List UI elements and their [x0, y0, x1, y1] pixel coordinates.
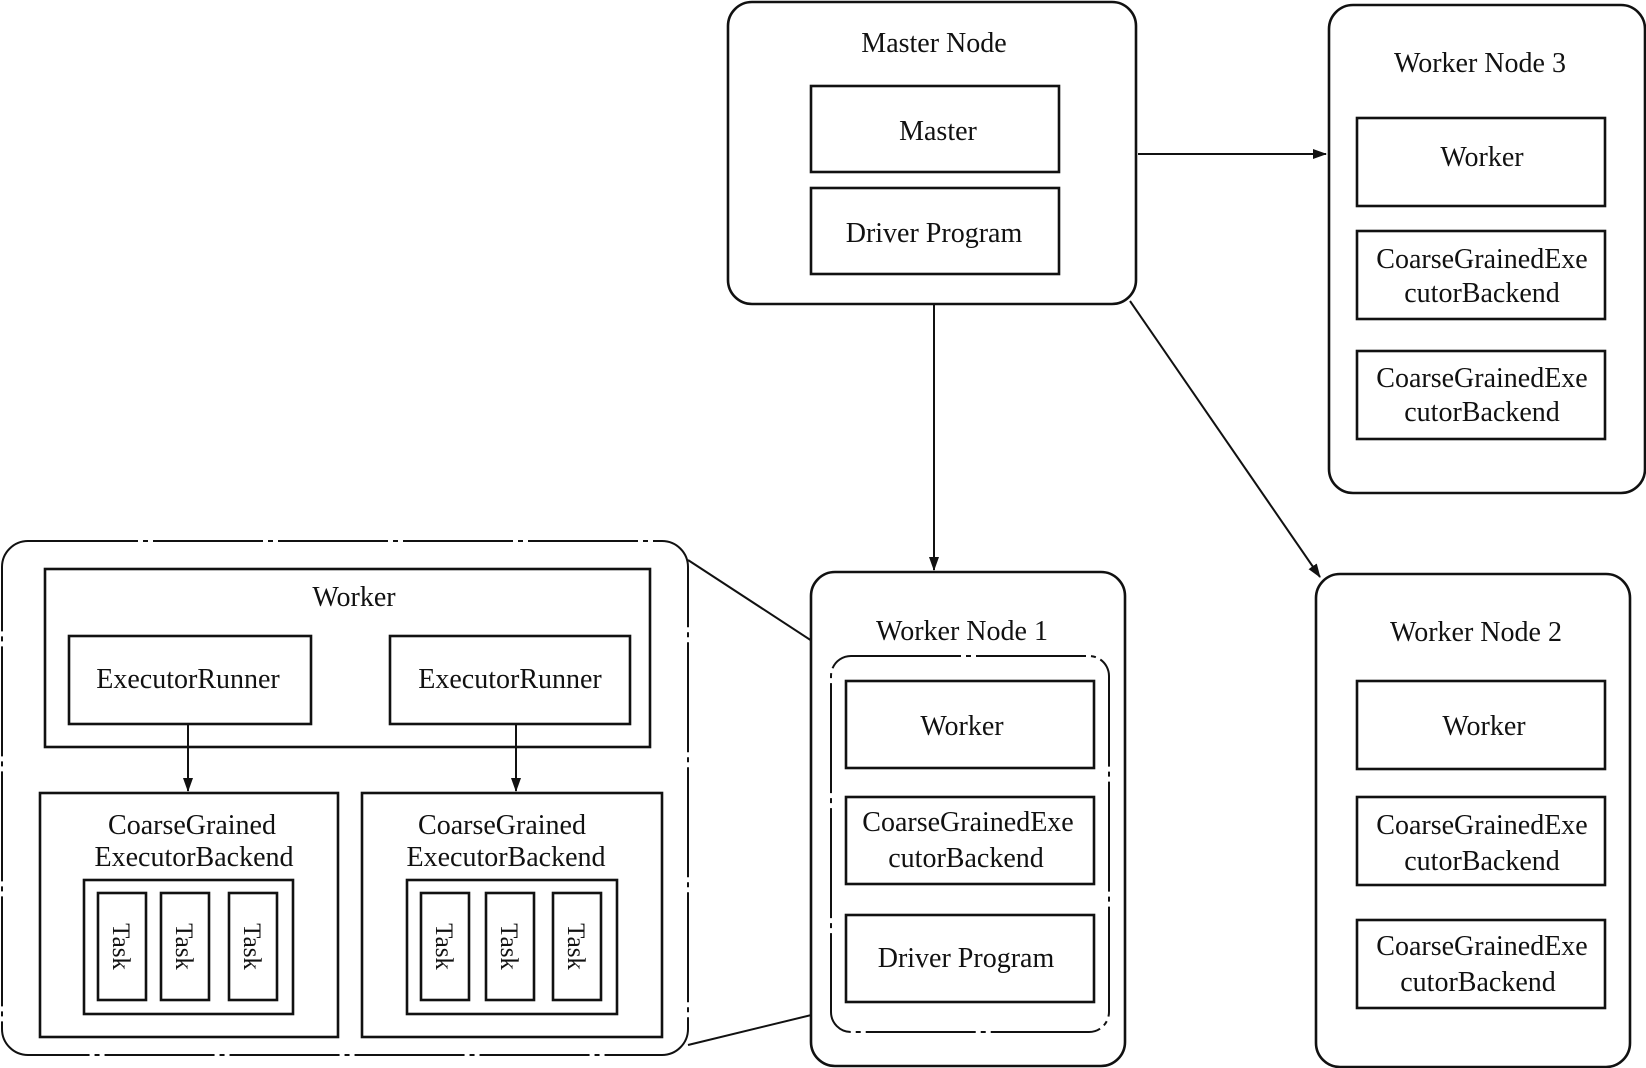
backend-label-line2: cutorBackend — [1400, 967, 1556, 998]
backend-label-line1: CoarseGrainedExe — [1376, 931, 1587, 962]
driver-program-label: Driver Program — [878, 943, 1055, 974]
zoom-line-bottom — [687, 1009, 833, 1046]
coarse-grained-executor-backend-box: CoarseGrained ExecutorBackend Task Task … — [38, 791, 340, 1039]
backend-label-line2: ExecutorBackend — [94, 842, 293, 873]
driver-program-box: Driver Program — [809, 186, 1061, 276]
backend-label-line2: cutorBackend — [1404, 397, 1560, 428]
task-label: Task — [107, 923, 134, 970]
backend-label-line2: cutorBackend — [1404, 846, 1560, 877]
backend-label-line1: CoarseGrained — [418, 810, 586, 841]
task-box: Task — [227, 891, 279, 1002]
worker-box: Worker — [1355, 116, 1607, 208]
backend-label-line1: CoarseGrainedExe — [1376, 244, 1587, 275]
task-box: Task — [419, 891, 471, 1002]
task-label: Task — [238, 923, 265, 970]
executor-runner-box: ExecutorRunner — [388, 634, 632, 726]
task-label: Task — [562, 923, 589, 970]
worker-label: Worker — [1440, 142, 1524, 173]
coarse-grained-executor-backend-box: CoarseGrainedExe cutorBackend — [1355, 349, 1607, 441]
coarse-grained-executor-backend-box: CoarseGrainedExe cutorBackend — [1355, 795, 1607, 887]
task-box: Task — [96, 891, 148, 1002]
executor-runner-box: ExecutorRunner — [67, 634, 313, 726]
worker-label: Worker — [1442, 711, 1526, 742]
master-node: Master Node Master Driver Program — [726, 0, 1138, 306]
coarse-grained-executor-backend-box: CoarseGrainedExe cutorBackend — [1355, 918, 1607, 1010]
backend-label-line2: cutorBackend — [1404, 278, 1560, 309]
master-box: Master — [809, 84, 1061, 174]
backend-label-line2: cutorBackend — [888, 843, 1044, 874]
coarse-grained-executor-backend-box: CoarseGrainedExe cutorBackend — [1355, 229, 1607, 321]
driver-program-label: Driver Program — [846, 218, 1023, 249]
worker-label: Worker — [920, 711, 1004, 742]
backend-label-line1: CoarseGrainedExe — [1376, 363, 1587, 394]
detail-worker-label: Worker — [312, 582, 396, 613]
worker-node-1-detail: Worker ExecutorRunner ExecutorRunner Coa… — [1, 540, 689, 1056]
coarse-grained-executor-backend-box: CoarseGrained ExecutorBackend Task Task … — [360, 791, 664, 1039]
master-label: Master — [899, 116, 977, 147]
executor-runner-label: ExecutorRunner — [96, 664, 280, 695]
backend-label-line1: CoarseGrainedExe — [862, 807, 1073, 838]
backend-label-line1: CoarseGrainedExe — [1376, 810, 1587, 841]
worker-box: Worker — [1355, 679, 1607, 771]
master-node-title: Master Node — [861, 28, 1006, 59]
arrow-master-to-worker2 — [1129, 300, 1321, 578]
detail-worker-box: Worker ExecutorRunner ExecutorRunner — [43, 567, 652, 749]
backend-label-line1: CoarseGrained — [108, 810, 276, 841]
worker-node-3: Worker Node 3 Worker CoarseGrainedExe cu… — [1327, 3, 1646, 495]
worker-node-3-title: Worker Node 3 — [1394, 48, 1566, 79]
worker-node-2-title: Worker Node 2 — [1390, 617, 1562, 648]
worker-node-1: Worker Node 1 Worker CoarseGrainedExe cu… — [809, 570, 1127, 1068]
backend-label-line2: ExecutorBackend — [406, 842, 605, 873]
worker-node-1-focus-frame — [830, 655, 1110, 1033]
task-label: Task — [495, 923, 522, 970]
task-box: Task — [551, 891, 603, 1002]
executor-runner-label: ExecutorRunner — [418, 664, 602, 695]
worker-node-1-title: Worker Node 1 — [876, 616, 1048, 647]
task-box: Task — [484, 891, 536, 1002]
worker-node-2: Worker Node 2 Worker CoarseGrainedExe cu… — [1314, 572, 1632, 1068]
worker-box: Worker — [844, 679, 1096, 770]
task-label: Task — [170, 923, 197, 970]
driver-program-box: Driver Program — [844, 913, 1096, 1004]
task-box: Task — [159, 891, 211, 1002]
detail-frame — [1, 540, 689, 1056]
coarse-grained-executor-backend-box: CoarseGrainedExe cutorBackend — [844, 795, 1096, 886]
task-label: Task — [430, 923, 457, 970]
